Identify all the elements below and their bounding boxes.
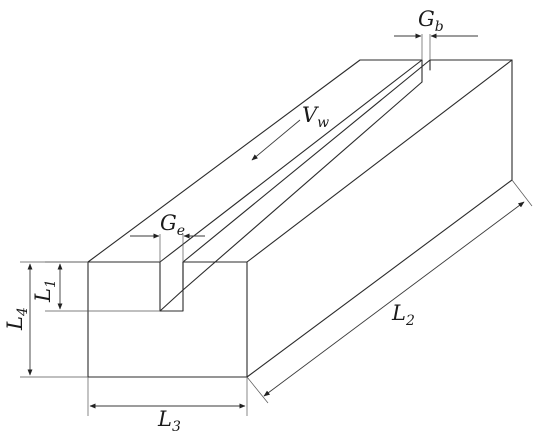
top-left-strip bbox=[87, 59, 423, 263]
label-vw: Vw bbox=[302, 103, 329, 131]
label-l2: L2 bbox=[391, 301, 415, 329]
dimension-l3: L3 bbox=[87, 377, 248, 435]
dimension-l1: L1 bbox=[31, 261, 160, 312]
label-l4: L4 bbox=[3, 307, 31, 331]
right-side-face bbox=[246, 59, 513, 378]
dimension-ge: Ge bbox=[130, 211, 205, 262]
label-ge: Ge bbox=[160, 211, 185, 239]
flow-arrow-vw: Vw bbox=[251, 103, 329, 161]
front-face bbox=[87, 261, 248, 378]
slot-bottom-back bbox=[159, 289, 184, 312]
top-right-strip bbox=[182, 59, 513, 263]
label-gb: Gb bbox=[418, 7, 444, 35]
dimension-l4: L4 bbox=[3, 261, 88, 378]
slot-inner-wall bbox=[182, 81, 423, 291]
label-l1: L1 bbox=[31, 279, 59, 303]
dimension-gb: Gb bbox=[394, 7, 478, 60]
label-l3: L3 bbox=[157, 407, 181, 435]
block-body bbox=[87, 59, 513, 378]
dimension-l2: L2 bbox=[246, 179, 533, 404]
